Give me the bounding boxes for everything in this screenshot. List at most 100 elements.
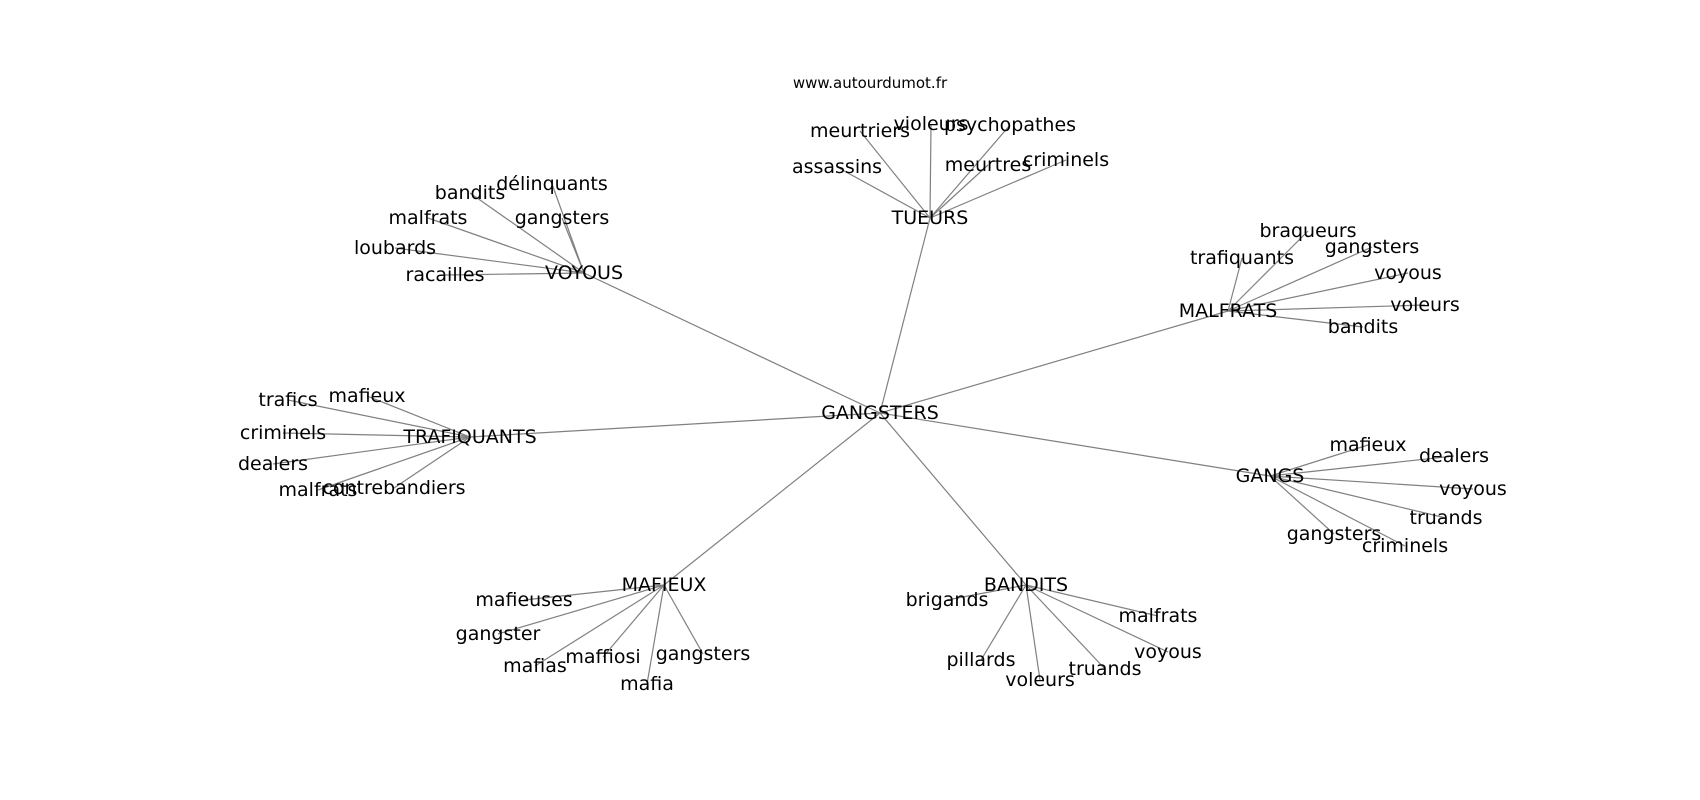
leaf-node: racailles — [406, 264, 485, 286]
edge-malfrats-leaf — [1227, 272, 1409, 312]
edge-tueurs-leaf — [929, 159, 1067, 219]
edge-bandits-leaf — [1025, 584, 1169, 653]
leaf-node: voyous — [1439, 478, 1507, 500]
leaf-node: voyous — [1374, 262, 1442, 284]
leaf-node: voyous — [1134, 641, 1202, 663]
edge-bandits-leaf — [1025, 584, 1041, 681]
leaf-node: dealers — [238, 453, 308, 475]
leaf-node: gangster — [456, 623, 541, 645]
hub-node-trafiquants: TRAFIQUANTS — [402, 426, 536, 448]
leaf-node: dealers — [1419, 445, 1489, 467]
edge-voyous-leaf — [394, 247, 585, 274]
edge-mafieux-leaf — [602, 584, 665, 658]
edge-gangs-leaf — [1269, 475, 1335, 535]
leaf-node: voleurs — [1390, 294, 1460, 316]
leaf-node: gangsters — [1325, 236, 1420, 258]
hub-node-malfrats: MALFRATS — [1179, 300, 1278, 322]
edge-gangs-leaf — [1269, 444, 1369, 477]
leaf-node: meurtriers — [810, 120, 910, 142]
edge-trafiquants-leaf — [393, 436, 471, 489]
leaf-node: loubards — [354, 237, 436, 259]
leaf-node: mafieux — [328, 385, 405, 407]
edge-tueurs-leaf — [929, 124, 1011, 219]
leaf-node: violeurs — [894, 113, 969, 135]
hub-node-voyous: VOYOUS — [545, 262, 623, 284]
edge-malfrats-leaf — [1227, 257, 1243, 312]
graph-edges — [272, 123, 1474, 685]
leaf-node: trafiquants — [1190, 247, 1294, 269]
edge-tueurs-leaf — [929, 164, 989, 219]
edge-root-tueurs — [879, 217, 931, 414]
leaf-node: malfrats — [1119, 605, 1198, 627]
edge-trafiquants-leaf — [272, 436, 471, 465]
edge-malfrats-leaf — [1227, 304, 1426, 312]
edge-gangs-leaf — [1269, 475, 1406, 547]
edge-root-voyous — [583, 272, 881, 414]
hub-node-bandits: BANDITS — [984, 574, 1068, 596]
edge-trafiquants-leaf — [366, 395, 471, 438]
leaf-node: pillards — [947, 649, 1016, 671]
edge-gangs-leaf — [1269, 475, 1474, 490]
leaf-node: mafieuses — [475, 589, 572, 611]
leaf-node: mafieux — [1329, 434, 1406, 456]
leaf-node: truands — [1410, 507, 1483, 529]
edge-bandits-leaf — [980, 584, 1027, 661]
edge-voyous-leaf — [469, 192, 585, 274]
edge-mafieux-leaf — [497, 584, 665, 635]
edge-voyous-leaf — [444, 272, 585, 276]
root-node: GANGSTERS — [821, 402, 939, 424]
edge-tueurs-leaf — [836, 166, 931, 219]
leaf-node: gangsters — [656, 643, 751, 665]
hub-node-mafieux: MAFIEUX — [622, 574, 707, 596]
leaf-node: gangsters — [1287, 523, 1382, 545]
edge-root-malfrats — [879, 310, 1229, 414]
leaf-node: gangsters — [515, 207, 610, 229]
edge-mafieux-leaf — [534, 584, 665, 667]
leaf-node: bandits — [435, 182, 505, 204]
leaf-node: assassins — [792, 156, 882, 178]
leaf-node: criminels — [1362, 535, 1448, 557]
leaf-node: braqueurs — [1259, 220, 1356, 242]
edge-trafiquants-leaf — [287, 399, 471, 438]
edge-gangs-leaf — [1269, 455, 1455, 477]
edge-tueurs-leaf — [929, 123, 932, 219]
hub-node-tueurs: TUEURS — [891, 207, 969, 229]
edge-malfrats-leaf — [1227, 246, 1373, 312]
source-url: www.autourdumot.fr — [793, 74, 948, 92]
leaf-node: délinquants — [496, 173, 608, 195]
edge-root-trafiquants — [469, 412, 881, 438]
hub-node-gangs: GANGS — [1236, 465, 1305, 487]
leaf-node: mafia — [620, 673, 674, 695]
edge-gangs-leaf — [1269, 475, 1447, 519]
edge-malfrats-leaf — [1227, 230, 1309, 312]
leaf-node: bandits — [1328, 316, 1398, 338]
edge-root-gangs — [879, 412, 1271, 477]
leaf-node: criminels — [1023, 149, 1109, 171]
leaf-node: criminels — [240, 422, 326, 444]
leaf-node: brigands — [906, 589, 989, 611]
leaf-node: maffiosi — [565, 646, 640, 668]
edge-bandits-leaf — [946, 584, 1027, 601]
edge-mafieux-leaf — [523, 584, 665, 601]
edge-malfrats-leaf — [1227, 310, 1364, 328]
edge-voyous-leaf — [427, 217, 585, 274]
edge-trafiquants-leaf — [317, 436, 471, 491]
edge-mafieux-leaf — [663, 584, 704, 655]
edge-bandits-leaf — [1025, 584, 1106, 670]
edge-root-bandits — [879, 412, 1027, 586]
edge-trafiquants-leaf — [282, 432, 471, 438]
edge-voyous-leaf — [561, 217, 585, 274]
leaf-node: trafics — [258, 389, 317, 411]
edge-mafieux-leaf — [646, 584, 665, 685]
leaf-node: malfrats — [389, 207, 468, 229]
edge-root-mafieux — [663, 412, 881, 586]
leaf-node: meurtres — [945, 154, 1031, 176]
leaf-node: truands — [1069, 658, 1142, 680]
edge-tueurs-leaf — [859, 130, 931, 219]
leaf-node: psychopathes — [944, 114, 1076, 136]
leaf-node: voleurs — [1005, 669, 1075, 691]
graph-labels: GANGSTERS TUEURS meurtriersvioleurspsychop… — [238, 113, 1507, 695]
edge-bandits-leaf — [1025, 584, 1159, 617]
leaf-node: mafias — [503, 655, 567, 677]
